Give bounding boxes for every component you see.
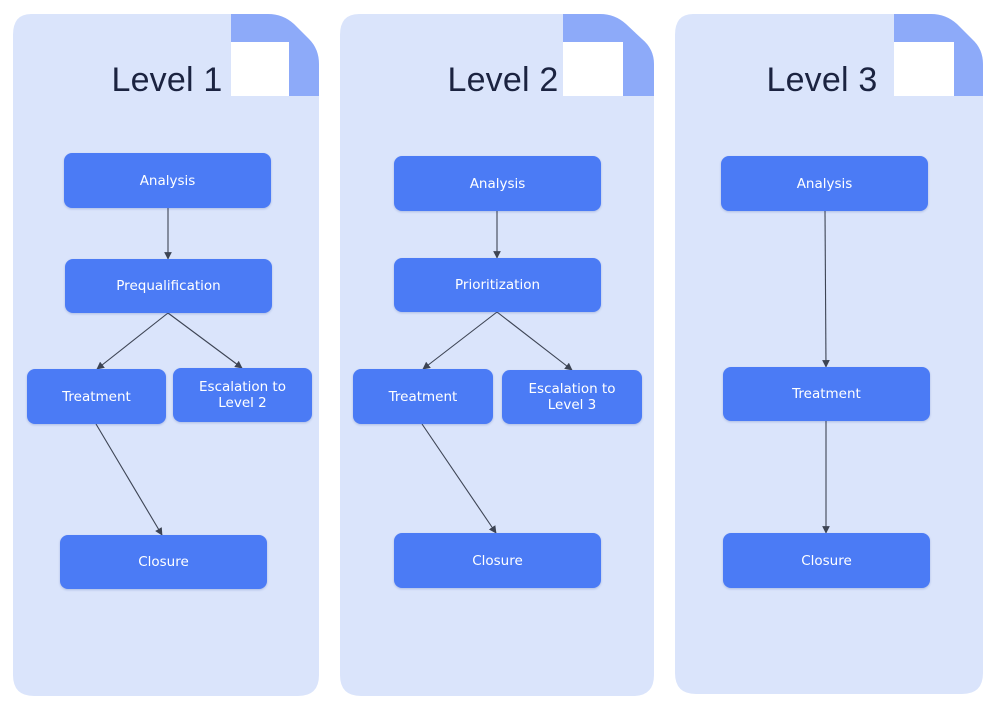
l3-arrow-analysis-treatment: [822, 210, 830, 368]
l2-arrow-prioritization-treatment: [422, 311, 498, 370]
l1-analysis-node[interactable]: Analysis: [64, 153, 271, 208]
l1-arrow-treatment-closure: [95, 423, 163, 536]
l1-arrow-prequalification-treatment: [96, 312, 169, 370]
level-3-fold-icon: [894, 14, 983, 96]
level-2-title: Level 2: [447, 61, 559, 99]
l2-arrow-prioritization-escalation: [496, 311, 573, 371]
l1-prequalification-node[interactable]: Prequalification: [65, 259, 272, 313]
l2-arrow-treatment-closure: [421, 423, 497, 534]
l1-treatment-node[interactable]: Treatment: [27, 369, 166, 424]
l2-analysis-node[interactable]: Analysis: [394, 156, 601, 211]
level-3-title: Level 3: [766, 61, 878, 99]
level-1-fold-icon: [231, 14, 319, 96]
l3-analysis-node[interactable]: Analysis: [721, 156, 928, 211]
l2-escalation-node[interactable]: Escalation to Level 3: [502, 370, 642, 424]
l2-closure-node[interactable]: Closure: [394, 533, 601, 588]
l2-prioritization-node[interactable]: Prioritization: [394, 258, 601, 312]
l1-escalation-node[interactable]: Escalation to Level 2: [173, 368, 312, 422]
level-1-title: Level 1: [111, 61, 223, 99]
l3-closure-node[interactable]: Closure: [723, 533, 930, 588]
l1-arrow-prequalification-escalation: [167, 312, 243, 369]
level-2-fold-icon: [563, 14, 654, 96]
l3-treatment-node[interactable]: Treatment: [723, 367, 930, 421]
l2-treatment-node[interactable]: Treatment: [353, 369, 493, 424]
l1-closure-node[interactable]: Closure: [60, 535, 267, 589]
